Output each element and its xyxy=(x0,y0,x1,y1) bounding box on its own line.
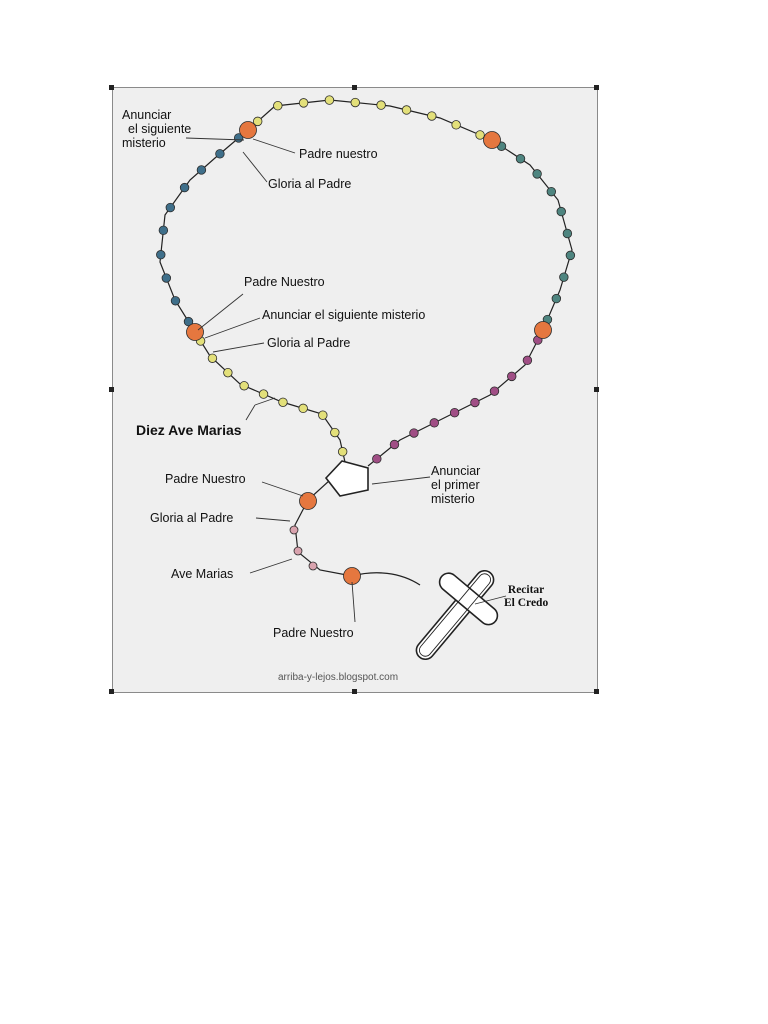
small-bead-yellow xyxy=(330,427,340,438)
small-bead-blue xyxy=(183,316,194,327)
label-diez-ave-marias: Diez Ave Marias xyxy=(136,422,242,438)
small-bead-pink xyxy=(293,546,303,556)
resize-handle-tc[interactable] xyxy=(352,85,357,90)
small-bead-purple xyxy=(409,428,419,438)
small-bead-yellow xyxy=(451,120,461,130)
small-bead-blue xyxy=(165,202,176,213)
label-gloria-low: Gloria al Padre xyxy=(150,511,234,525)
small-bead-yellow xyxy=(273,100,283,111)
large-bead-padre-nuestro xyxy=(534,321,552,339)
small-bead-yellow xyxy=(278,397,288,407)
small-bead-pink xyxy=(289,525,299,535)
label-ave-marias: Ave Marias xyxy=(171,567,234,581)
diagram-frame xyxy=(112,87,598,693)
large-bead-padre-nuestro xyxy=(343,567,361,585)
small-bead-green xyxy=(546,186,557,197)
small-bead-green xyxy=(562,228,573,239)
small-bead-yellow xyxy=(324,95,335,105)
small-bead-green xyxy=(556,206,566,217)
small-bead-yellow xyxy=(258,389,269,399)
small-bead-yellow xyxy=(253,116,263,127)
label-gloria-top: Gloria al Padre xyxy=(268,177,352,191)
label-leader-lines xyxy=(185,137,507,623)
small-bead-yellow xyxy=(401,105,412,115)
small-bead-blue xyxy=(158,225,169,236)
label-anunciar-siguiente-top: Anunciar el siguiente misterio xyxy=(122,108,192,150)
small-bead-blue xyxy=(215,149,225,159)
small-bead-purple xyxy=(449,407,460,418)
small-bead-green xyxy=(551,293,562,304)
resize-handle-tl[interactable] xyxy=(109,85,114,90)
small-bead-yellow xyxy=(207,353,218,363)
center-medal-icon xyxy=(324,460,369,497)
large-bead-padre-nuestro xyxy=(186,323,204,341)
small-bead-purple xyxy=(372,454,382,464)
small-bead-blue xyxy=(156,250,166,260)
label-padre-nuestro-mid: Padre Nuestro xyxy=(244,275,325,289)
watermark-text: arriba-y-lejos.blogspot.com xyxy=(278,672,399,683)
small-bead-purple xyxy=(429,418,439,428)
small-bead-blue xyxy=(170,296,181,306)
resize-handle-tr[interactable] xyxy=(594,85,599,90)
small-bead-yellow xyxy=(350,97,360,108)
small-bead-yellow xyxy=(318,410,328,420)
large-bead-padre-nuestro xyxy=(483,131,501,149)
label-anunciar-siguiente-mid: Anunciar el siguiente misterio xyxy=(262,308,426,322)
resize-handle-br[interactable] xyxy=(594,689,599,694)
small-bead-purple xyxy=(389,439,400,450)
rosary-cords xyxy=(159,99,573,577)
label-padre-nuestro-top: Padre nuestro xyxy=(299,147,378,161)
resize-handle-mr[interactable] xyxy=(594,387,599,392)
small-bead-yellow xyxy=(376,100,386,110)
small-bead-purple xyxy=(470,397,480,408)
small-bead-yellow xyxy=(239,381,249,391)
small-bead-yellow xyxy=(298,403,308,414)
small-bead-blue xyxy=(196,165,207,175)
label-recitar-el-credo: Recitar El Credo xyxy=(504,584,549,609)
crucifix-icon xyxy=(351,569,499,661)
small-bead-blue xyxy=(161,273,172,283)
resize-handle-ml[interactable] xyxy=(109,387,114,392)
rosary-beads xyxy=(156,95,576,585)
small-bead-blue xyxy=(179,182,190,193)
small-bead-green xyxy=(515,154,526,164)
small-bead-green xyxy=(565,250,576,261)
small-bead-green xyxy=(559,272,569,282)
small-bead-yellow xyxy=(223,367,233,378)
resize-handle-bl[interactable] xyxy=(109,689,114,694)
resize-handle-bc[interactable] xyxy=(352,689,357,694)
large-bead-padre-nuestro xyxy=(299,492,317,510)
cord-line xyxy=(247,99,493,141)
label-padre-nuestro-bottom: Padre Nuestro xyxy=(273,626,354,640)
label-padre-nuestro-low: Padre Nuestro xyxy=(165,472,246,486)
small-bead-yellow xyxy=(337,447,348,457)
small-bead-green xyxy=(532,169,542,179)
small-bead-purple xyxy=(507,371,517,382)
small-bead-pink xyxy=(308,561,318,571)
small-bead-yellow xyxy=(298,98,309,108)
small-bead-yellow xyxy=(427,111,437,121)
label-gloria-mid: Gloria al Padre xyxy=(267,336,351,350)
small-bead-yellow xyxy=(475,130,485,140)
label-anunciar-primer-misterio: Anunciar el primer misterio xyxy=(431,464,481,506)
large-bead-padre-nuestro xyxy=(239,121,257,139)
small-bead-purple xyxy=(522,355,533,366)
small-bead-purple xyxy=(489,386,500,396)
